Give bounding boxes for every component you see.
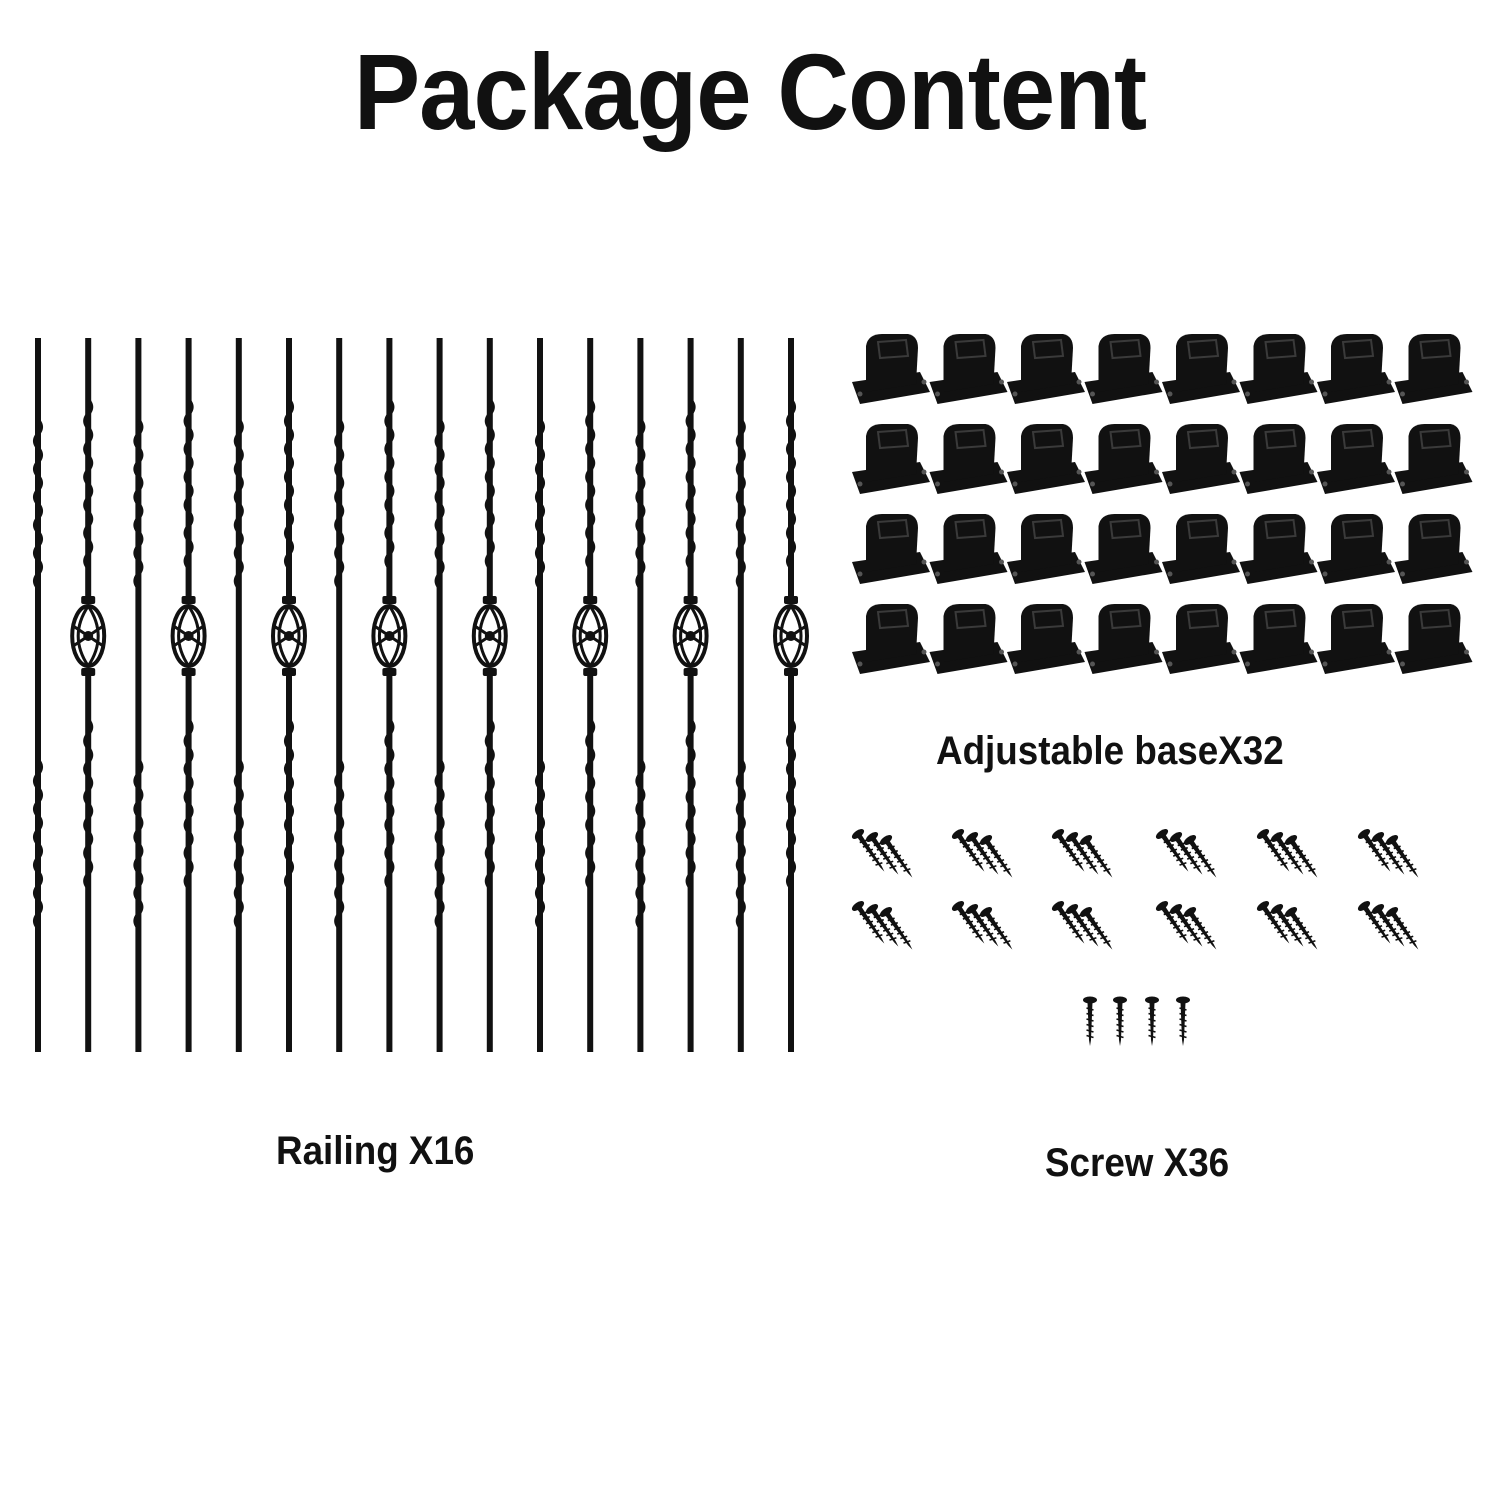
adjustable-base bbox=[1084, 424, 1163, 494]
screw bbox=[951, 901, 985, 944]
adjustable-base bbox=[1317, 424, 1395, 494]
screw bbox=[1113, 996, 1127, 1046]
adjustable-base bbox=[1239, 334, 1318, 404]
railing bbox=[271, 338, 307, 1052]
screw bbox=[1051, 901, 1085, 944]
screw bbox=[1065, 904, 1099, 947]
adjustable-base bbox=[1317, 604, 1395, 674]
screw bbox=[1169, 832, 1203, 875]
screw-label: Screw X36 bbox=[1045, 1141, 1230, 1185]
railing bbox=[70, 338, 107, 1052]
railing bbox=[434, 338, 445, 1052]
screw bbox=[979, 907, 1013, 950]
adjustable-base bbox=[1317, 514, 1395, 584]
screw bbox=[1079, 907, 1113, 950]
adjustable-base bbox=[1394, 514, 1473, 584]
screw bbox=[1256, 829, 1290, 872]
screw bbox=[879, 907, 913, 950]
screw bbox=[1284, 907, 1318, 950]
adjustable-base bbox=[1162, 424, 1240, 494]
screw bbox=[879, 835, 913, 878]
screw bbox=[1083, 996, 1097, 1046]
railing bbox=[371, 338, 408, 1052]
adjustable-base bbox=[1162, 514, 1240, 584]
railing bbox=[735, 338, 746, 1052]
railing-label: Railing X16 bbox=[276, 1129, 475, 1173]
screw bbox=[1065, 832, 1099, 875]
screw bbox=[951, 829, 985, 872]
railing bbox=[334, 338, 345, 1052]
screw bbox=[1155, 829, 1189, 872]
railing bbox=[672, 338, 709, 1052]
screw bbox=[1183, 907, 1217, 950]
adjustable-base bbox=[929, 334, 1008, 404]
adjustable-base bbox=[1007, 424, 1085, 494]
adjustable-base bbox=[1394, 424, 1473, 494]
adjustable-base bbox=[852, 604, 930, 674]
screw bbox=[1284, 835, 1318, 878]
railing bbox=[471, 338, 508, 1052]
adjustable-base bbox=[929, 514, 1008, 584]
adjustable-base bbox=[852, 514, 930, 584]
screw bbox=[1145, 996, 1159, 1046]
screw bbox=[865, 832, 899, 875]
adjustable-base bbox=[1317, 334, 1395, 404]
railing bbox=[572, 338, 609, 1052]
screw bbox=[1385, 907, 1419, 950]
adjustable-base bbox=[1007, 334, 1085, 404]
screw bbox=[1270, 904, 1304, 947]
screw bbox=[979, 835, 1013, 878]
screw bbox=[851, 901, 885, 944]
adjustable-base bbox=[929, 424, 1008, 494]
adjustable-base bbox=[852, 334, 930, 404]
screw bbox=[865, 904, 899, 947]
screw bbox=[1371, 904, 1405, 947]
screw bbox=[965, 832, 999, 875]
screw bbox=[1270, 832, 1304, 875]
railing bbox=[635, 338, 646, 1052]
screw bbox=[1357, 901, 1391, 944]
adjustable-base bbox=[1084, 604, 1163, 674]
railing bbox=[535, 338, 545, 1052]
adjustable-base bbox=[1084, 334, 1163, 404]
adjustable-base bbox=[1239, 514, 1318, 584]
adjustable-base bbox=[852, 424, 930, 494]
adjustable-base bbox=[1394, 334, 1473, 404]
screw bbox=[965, 904, 999, 947]
screw bbox=[1385, 835, 1419, 878]
screw bbox=[1169, 904, 1203, 947]
screw bbox=[1371, 832, 1405, 875]
screw bbox=[1256, 901, 1290, 944]
railing bbox=[33, 338, 43, 1052]
screw bbox=[1051, 829, 1085, 872]
screw bbox=[851, 829, 885, 872]
adjustable-base bbox=[1007, 604, 1085, 674]
page-title: Package Content bbox=[353, 31, 1147, 152]
adjustable-base bbox=[1239, 604, 1318, 674]
railing bbox=[233, 338, 244, 1052]
screw bbox=[1357, 829, 1391, 872]
railing bbox=[133, 338, 144, 1052]
screw bbox=[1155, 901, 1189, 944]
adjustable-base bbox=[1394, 604, 1473, 674]
adjustable-base bbox=[1084, 514, 1163, 584]
railing bbox=[170, 338, 207, 1052]
adjustable-base bbox=[929, 604, 1008, 674]
screw bbox=[1176, 996, 1190, 1046]
adjustable-base bbox=[1162, 334, 1240, 404]
railing bbox=[773, 338, 809, 1052]
screw bbox=[1183, 835, 1217, 878]
adjustable-base bbox=[1239, 424, 1318, 494]
adjustable-base bbox=[1162, 604, 1240, 674]
adjustable-base bbox=[1007, 514, 1085, 584]
adjustable-base-label: Adjustable baseX32 bbox=[936, 729, 1284, 773]
screw bbox=[1079, 835, 1113, 878]
